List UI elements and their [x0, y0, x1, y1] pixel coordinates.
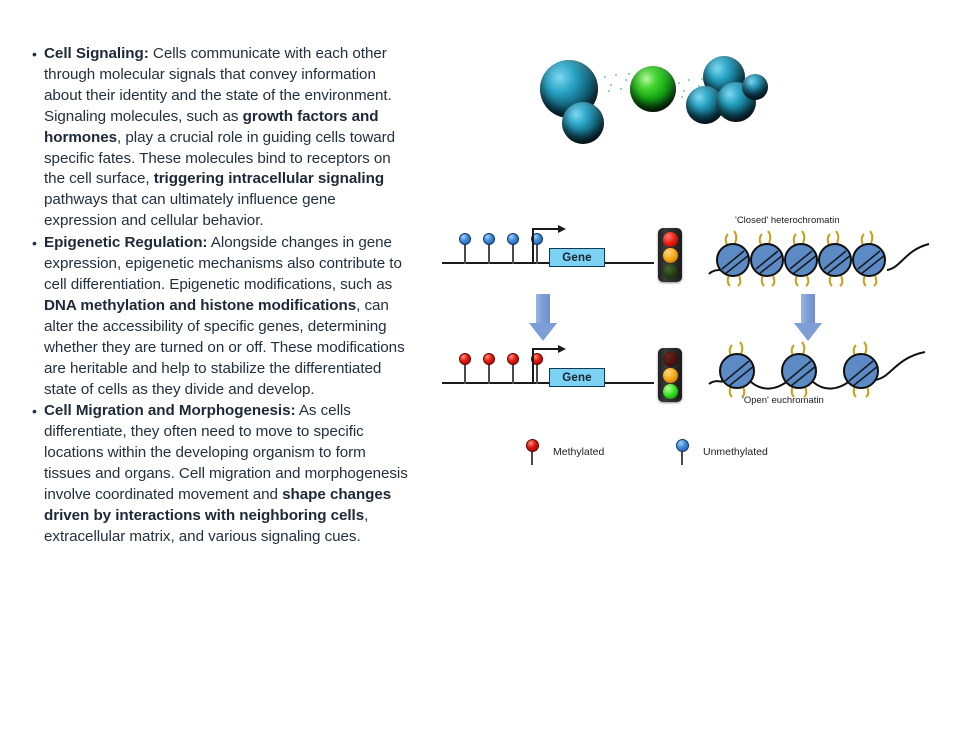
transition-arrow-right [788, 294, 830, 342]
bullet-lead-0: Cell Signaling: [44, 45, 149, 62]
methyl-lollipop [507, 233, 519, 264]
chromatin-label-open: 'Open' euchromatin [742, 395, 824, 406]
bullet-seg-1-2: DNA methylation and histone modification… [44, 296, 357, 314]
traffic-bulb-red [662, 232, 678, 247]
bullet-marker: • [32, 235, 37, 252]
traffic-bulb-green [662, 384, 678, 399]
dna-strand [442, 353, 654, 384]
bullet-seg-0-1: Cells communicate with each other throug… [44, 45, 392, 125]
list-item: • Cell Signaling: Cells communicate with… [30, 44, 410, 232]
bullet-seg-2-1: As cells differentiate, they often need … [44, 402, 408, 504]
bullet-marker: • [32, 46, 37, 62]
chromatin-label-closed: 'Closed' heterochromatin [735, 215, 840, 226]
heterochromatin-illustration [708, 230, 930, 287]
list-item: • Epigenetic Regulation: Alongside chang… [30, 233, 410, 400]
bullet-seg-0-3: , play a crucial role in guiding cells t… [44, 128, 396, 188]
gene-box: Gene [549, 248, 605, 267]
bullet-seg-1-1: Alongside changes in gene expression, ep… [44, 234, 402, 293]
traffic-bulb-amber [662, 368, 678, 383]
methyl-lollipop [507, 353, 519, 384]
methyl-lollipop [459, 233, 471, 264]
unmethylated-row: Gene [420, 220, 670, 280]
bullet-seg-0-4: triggering intracellular signaling [153, 170, 385, 188]
transcription-start-arrow-icon [532, 345, 572, 382]
list-item: • Cell Migration and Morphogenesis: As c… [30, 401, 410, 547]
legend-unmethylated: Unmethylated [675, 439, 768, 465]
methyl-lollipop [483, 353, 495, 384]
methylated-row: Gene [420, 340, 670, 400]
diagram-legend: Methylated Unmethylated [525, 435, 845, 475]
bullet-text-epigenetic-regulation: Epigenetic Regulation: Alongside changes… [44, 233, 410, 400]
bullet-seg-1-3: , can alter the accessibility of specifi… [44, 296, 405, 398]
cell-sphere-receiver-4 [742, 74, 768, 100]
bullet-seg-2-2: shape changes driven by interactions wit… [44, 486, 392, 524]
legend-label-unmethylated: Unmethylated [703, 446, 768, 458]
unmethylated-marker-icon [675, 439, 689, 465]
cell-signaling-illustration [530, 50, 770, 170]
bullet-seg-2-3: , extracellular matrix, and various sign… [44, 506, 369, 545]
bullet-marker: • [32, 403, 37, 420]
methyl-lollipop [459, 353, 471, 384]
legend-methylated: Methylated [525, 439, 604, 465]
legend-label-methylated: Methylated [553, 446, 605, 458]
cell-sphere-sender-2 [562, 102, 604, 144]
cell-sphere-signal-green [630, 66, 676, 112]
gene-box: Gene [549, 368, 605, 387]
traffic-bulb-red [662, 352, 678, 367]
traffic-bulb-amber [662, 248, 678, 263]
bullet-text-cell-migration: Cell Migration and Morphogenesis: As cel… [44, 401, 410, 547]
methyl-lollipop [531, 353, 543, 384]
bullet-lead-2: Cell Migration and Morphogenesis: [44, 402, 296, 420]
dna-methylation-diagram: Gene 'Closed' heterochromatin [420, 210, 977, 480]
transition-arrow-left [523, 294, 565, 342]
bullet-lead-1: Epigenetic Regulation: [44, 234, 208, 252]
traffic-light-off [658, 228, 682, 282]
bullet-text-cell-signaling: Cell Signaling: Cells communicate with e… [44, 44, 410, 232]
bullet-seg-0-5: pathways that can ultimately influence g… [44, 191, 336, 230]
traffic-light-on [658, 348, 682, 402]
methyl-lollipop [531, 233, 543, 264]
dna-strand [442, 233, 654, 264]
bullet-list: • Cell Signaling: Cells communicate with… [30, 44, 410, 549]
euchromatin-illustration [708, 341, 926, 398]
figure-column: Gene 'Closed' heterochromatin [420, 0, 977, 733]
traffic-bulb-green [662, 264, 678, 279]
bullet-seg-0-2: growth factors and hormones [44, 107, 379, 146]
transcription-start-arrow-icon [532, 225, 572, 262]
methyl-lollipop [483, 233, 495, 264]
methylated-marker-icon [525, 439, 539, 465]
